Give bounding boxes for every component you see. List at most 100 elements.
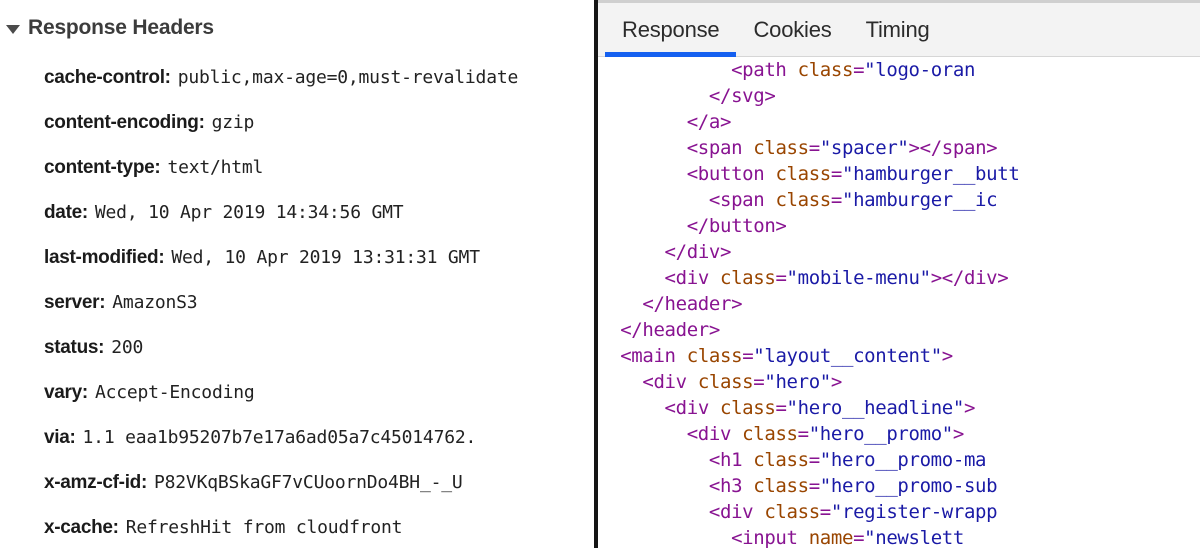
- header-row[interactable]: content-type:text/html: [0, 145, 594, 190]
- code-line: <main class="layout__content">: [598, 343, 1200, 369]
- code-token-val: "spacer": [819, 137, 909, 159]
- code-token-tag: <div: [664, 397, 720, 419]
- header-row[interactable]: vary: Accept-Encoding: [0, 370, 594, 415]
- code-token-tag: </svg>: [708, 85, 776, 107]
- code-line: <input name="newslett: [598, 525, 1200, 548]
- code-token-tag: ></span>: [908, 137, 998, 159]
- code-token-punct: =: [797, 423, 809, 445]
- code-token-val: "logo-oran: [864, 59, 976, 81]
- code-indent: [598, 267, 665, 289]
- response-headers-section-header[interactable]: Response Headers: [6, 12, 214, 44]
- panel-divider[interactable]: [594, 0, 598, 548]
- header-row[interactable]: cache-control:public,max-age=0,must-reva…: [0, 55, 594, 100]
- code-indent: [598, 319, 620, 341]
- header-name: x-amz-cf-id:: [44, 472, 148, 493]
- code-line: <path class="logo-oran: [598, 57, 1200, 83]
- header-name: date:: [44, 202, 88, 223]
- code-indent: [598, 189, 709, 211]
- code-line: </header>: [598, 317, 1200, 343]
- header-name: vary:: [44, 382, 88, 403]
- header-name: status:: [44, 337, 105, 358]
- header-row[interactable]: content-encoding:gzip: [0, 100, 594, 145]
- code-line: <div class="hero__promo">: [598, 421, 1200, 447]
- code-line: <div class="hero">: [598, 369, 1200, 395]
- code-line: <div class="register-wrapp: [598, 499, 1200, 525]
- code-line: </a>: [598, 109, 1200, 135]
- code-token-tag: <h3: [708, 475, 754, 497]
- code-indent: [598, 475, 709, 497]
- code-token-punct: =: [830, 163, 842, 185]
- header-value: 1.1 eaa1b95207b7e17a6ad05a7c45014762.: [82, 427, 477, 448]
- code-token-attr: name: [808, 527, 854, 548]
- header-value: AmazonS3: [112, 292, 198, 313]
- code-indent: [598, 527, 731, 548]
- tab-timing[interactable]: Timing: [849, 3, 947, 57]
- tab-cookies[interactable]: Cookies: [736, 3, 848, 57]
- header-value: public,max-age=0,must-revalidate: [177, 67, 519, 88]
- code-token-attr: class: [775, 163, 831, 185]
- header-row[interactable]: last-modified:Wed, 10 Apr 2019 13:31:31 …: [0, 235, 594, 280]
- code-token-val: "layout__content": [753, 345, 942, 367]
- code-token-punct: =: [775, 267, 787, 289]
- code-token-val: "mobile-menu": [786, 267, 932, 289]
- code-token-attr: class: [775, 189, 831, 211]
- code-token-tag: <path: [731, 59, 798, 81]
- response-headers-panel: Response Headers cache-control:public,ma…: [0, 0, 594, 548]
- tab-response[interactable]: Response: [605, 3, 737, 57]
- code-indent: [598, 137, 687, 159]
- header-name: content-encoding:: [44, 112, 205, 133]
- code-token-punct: =: [808, 475, 820, 497]
- code-token-tag: </div>: [664, 241, 732, 263]
- code-token-tag: <button: [686, 163, 776, 185]
- code-token-tag: <span: [686, 137, 754, 159]
- code-indent: [598, 111, 687, 133]
- code-token-tag: <span: [708, 189, 776, 211]
- header-row[interactable]: x-amz-cf-id: P82VKqBSkaGF7vCUoornDo4BH_-_…: [0, 460, 594, 505]
- code-token-val: "hero__promo-sub: [819, 475, 998, 497]
- header-value: P82VKqBSkaGF7vCUoornDo4BH_-_U: [154, 472, 463, 493]
- header-row[interactable]: date:Wed, 10 Apr 2019 14:34:56 GMT: [0, 190, 594, 235]
- code-indent: [598, 397, 665, 419]
- response-viewer-panel: Response Cookies Timing <path class="log…: [598, 0, 1200, 548]
- code-indent: [598, 241, 665, 263]
- header-value: Accept-Encoding: [94, 382, 255, 403]
- code-token-tag: </header>: [620, 319, 720, 341]
- code-token-val: "register-wrapp: [830, 501, 998, 523]
- code-indent: [598, 59, 731, 81]
- code-token-val: "hamburger__ic: [841, 189, 998, 211]
- code-token-attr: class: [753, 137, 809, 159]
- code-token-val: "hero__headline": [786, 397, 965, 419]
- code-token-tag: </header>: [642, 293, 743, 315]
- code-token-attr: class: [686, 345, 743, 367]
- code-line: <button class="hamburger__butt: [598, 161, 1200, 187]
- code-token-tag: >: [952, 423, 964, 445]
- response-body-code-view[interactable]: <path class="logo-oran </svg> </a> <span…: [598, 57, 1200, 548]
- code-token-punct: =: [742, 345, 754, 367]
- code-token-tag: <div: [708, 501, 765, 523]
- code-token-attr: class: [742, 423, 798, 445]
- code-token-val: "hero__promo-ma: [819, 449, 987, 471]
- code-token-punct: =: [853, 527, 865, 548]
- code-token-tag: >: [963, 397, 976, 419]
- code-token-attr: class: [753, 475, 809, 497]
- code-token-punct: =: [853, 59, 865, 81]
- header-value: text/html: [167, 157, 264, 178]
- code-line: </svg>: [598, 83, 1200, 109]
- code-token-tag: <h1: [708, 449, 754, 471]
- code-token-tag: <main: [620, 345, 687, 367]
- disclosure-triangle-down-icon[interactable]: [6, 24, 20, 34]
- header-row[interactable]: server:AmazonS3: [0, 280, 594, 325]
- code-line: </div>: [598, 239, 1200, 265]
- code-token-attr: class: [720, 397, 776, 419]
- header-row[interactable]: status:200: [0, 325, 594, 370]
- tab-timing-label: Timing: [865, 17, 930, 42]
- code-indent: [598, 85, 709, 107]
- code-indent: [598, 371, 642, 393]
- header-row[interactable]: x-cache:RefreshHit from cloudfront: [0, 505, 594, 548]
- code-token-tag: <div: [664, 267, 720, 289]
- header-row[interactable]: via:1.1 eaa1b95207b7e17a6ad05a7c45014762…: [0, 415, 594, 460]
- code-token-tag: ></div>: [930, 267, 1009, 289]
- code-line: <span class="hamburger__ic: [598, 187, 1200, 213]
- code-indent: [598, 345, 620, 367]
